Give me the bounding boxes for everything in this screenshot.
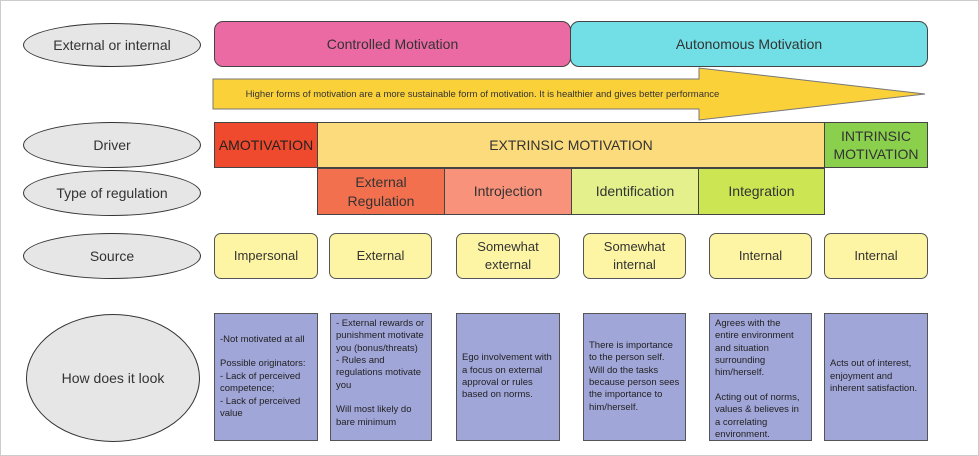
label-external-or-internal: External or internal [23, 23, 201, 67]
controlled-motivation-box: Controlled Motivation [214, 21, 571, 67]
driver-intrinsic-motivation: INTRINSIC MOTIVATION [824, 122, 928, 168]
description-integration: Agrees with the entire environment and s… [709, 313, 812, 441]
source-somewhat-internal: Somewhat internal [583, 233, 686, 279]
source-internal-intrinsic: Internal [824, 233, 928, 279]
progression-arrow-icon [212, 67, 926, 121]
regulation-integration: Integration [698, 168, 825, 215]
label-how-does-it-look: How does it look [26, 314, 200, 442]
regulation-identification: Identification [571, 168, 699, 215]
description-amotivation: -Not motivated at all Possible originato… [214, 313, 318, 441]
label-type-of-regulation: Type of regulation [23, 170, 201, 216]
label-source: Source [23, 233, 201, 279]
driver-extrinsic-motivation: EXTRINSIC MOTIVATION [317, 122, 825, 168]
arrow-caption: Higher forms of motivation are a more su… [245, 89, 720, 100]
description-identification: There is importance to the person self. … [583, 313, 686, 441]
label-driver: Driver [23, 122, 201, 168]
source-impersonal: Impersonal [214, 233, 318, 279]
driver-amotivation: AMOTIVATION [214, 122, 318, 168]
autonomous-motivation-box: Autonomous Motivation [570, 21, 928, 67]
source-somewhat-external: Somewhat external [456, 233, 560, 279]
description-intrinsic: Acts out of interest, enjoyment and inhe… [824, 313, 928, 441]
source-external: External [329, 233, 432, 279]
regulation-introjection: Introjection [444, 168, 572, 215]
source-internal-integration: Internal [709, 233, 812, 279]
description-introjection: Ego involvement with a focus on external… [456, 313, 560, 441]
description-external-regulation: - External rewards or punishment motivat… [330, 313, 432, 441]
regulation-external: External Regulation [317, 168, 445, 215]
